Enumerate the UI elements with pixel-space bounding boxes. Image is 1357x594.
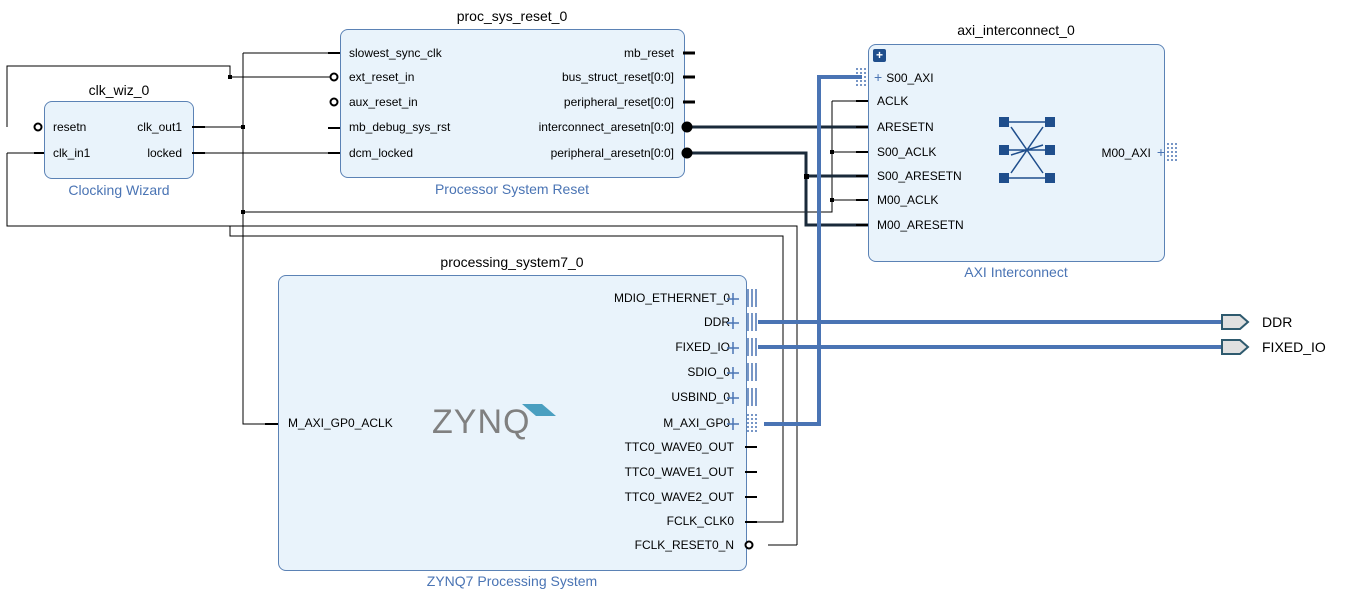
plus-icon[interactable]: + xyxy=(874,69,883,85)
port-s00-axi-label: S00_AXI xyxy=(886,71,934,85)
external-port-ddr[interactable]: DDR xyxy=(1262,314,1293,330)
expand-icon[interactable]: + xyxy=(873,49,886,62)
port-clk-in1[interactable]: clk_in1 xyxy=(53,146,91,160)
axi-interconnect-subtitle: AXI Interconnect xyxy=(964,264,1068,280)
port-m00-axi[interactable]: M00_AXI + xyxy=(1101,145,1165,160)
port-ttc0-wave1-out[interactable]: TTC0_WAVE1_OUT xyxy=(624,465,734,479)
port-aresetn[interactable]: ARESETN xyxy=(877,120,934,134)
port-mb-debug-sys-rst[interactable]: mb_debug_sys_rst xyxy=(349,120,451,134)
port-fixed-io[interactable]: FIXED_IO xyxy=(675,340,730,354)
net-clk-feedback xyxy=(6,65,330,127)
port-peripheral-aresetn[interactable]: peripheral_aresetn[0:0] xyxy=(550,146,674,160)
port-m00-aresetn[interactable]: M00_ARESETN xyxy=(877,218,964,232)
net-clk-in1-loop xyxy=(6,153,784,523)
processing-system-subtitle: ZYNQ7 Processing System xyxy=(426,573,598,589)
external-port-fixed-io[interactable]: FIXED_IO xyxy=(1262,339,1326,355)
port-s00-axi[interactable]: +S00_AXI xyxy=(874,70,934,85)
port-m00-axi-label: M00_AXI xyxy=(1101,146,1151,160)
port-aux-reset-in[interactable]: aux_reset_in xyxy=(349,95,418,109)
port-m00-aclk[interactable]: M00_ACLK xyxy=(877,193,939,207)
port-s00-aclk[interactable]: S00_ACLK xyxy=(877,145,937,159)
processing-system-block[interactable] xyxy=(278,275,747,571)
processing-system-instance-name: processing_system7_0 xyxy=(440,254,584,270)
port-resetn[interactable]: resetn xyxy=(53,120,87,134)
port-aclk[interactable]: ACLK xyxy=(877,94,909,108)
zynq-logo-mark-icon xyxy=(522,404,556,416)
axi-interconnect-instance-name: axi_interconnect_0 xyxy=(957,22,1075,38)
port-slowest-sync-clk[interactable]: slowest_sync_clk xyxy=(349,46,442,60)
port-ttc0-wave0-out[interactable]: TTC0_WAVE0_OUT xyxy=(624,440,734,454)
port-locked[interactable]: locked xyxy=(147,146,182,160)
junction-dot xyxy=(241,125,245,129)
junction-dot xyxy=(830,198,834,202)
port-ttc0-wave2-out[interactable]: TTC0_WAVE2_OUT xyxy=(624,490,734,504)
port-mdio-ethernet-0[interactable]: MDIO_ETHERNET_0 xyxy=(613,291,730,305)
junction-dot xyxy=(228,75,232,79)
proc-sys-reset-subtitle: Processor System Reset xyxy=(434,181,590,197)
clk-wiz-instance-name: clk_wiz_0 xyxy=(88,82,150,98)
net-aclk-loop xyxy=(230,225,798,546)
port-m-axi-gp0[interactable]: M_AXI_GP0 xyxy=(663,416,730,430)
clk-wiz-subtitle: Clocking Wizard xyxy=(68,182,170,198)
port-fclk-clk0[interactable]: FCLK_CLK0 xyxy=(666,514,734,528)
proc-sys-reset-instance-name: proc_sys_reset_0 xyxy=(456,8,568,24)
bus-m-axi-gp0 xyxy=(764,75,862,426)
port-ddr[interactable]: DDR xyxy=(704,315,730,329)
port-peripheral-reset[interactable]: peripheral_reset[0:0] xyxy=(563,95,674,109)
net-peripheral-aresetn xyxy=(688,151,868,227)
plus-icon[interactable]: + xyxy=(1156,144,1165,160)
port-sdio-0[interactable]: SDIO_0 xyxy=(687,365,730,379)
external-port-ddr-shape[interactable] xyxy=(1221,314,1250,330)
net-clk-out1 xyxy=(205,126,280,425)
port-clk-out1[interactable]: clk_out1 xyxy=(137,120,182,134)
port-bus-struct-reset[interactable]: bus_struct_reset[0:0] xyxy=(561,70,674,84)
port-interconnect-aresetn[interactable]: interconnect_aresetn[0:0] xyxy=(538,120,674,134)
zynq-logo: ZYNQ xyxy=(432,403,531,441)
external-port-fixed-io-shape[interactable] xyxy=(1221,339,1250,355)
port-s00-aresetn[interactable]: S00_ARESETN xyxy=(877,169,962,183)
port-ext-reset-in[interactable]: ext_reset_in xyxy=(349,70,415,84)
junction-dot xyxy=(804,174,809,179)
port-dcm-locked[interactable]: dcm_locked xyxy=(349,146,414,160)
port-mb-reset[interactable]: mb_reset xyxy=(623,46,674,60)
port-fclk-reset0-n[interactable]: FCLK_RESET0_N xyxy=(634,538,734,552)
crossbar-icon xyxy=(999,117,1055,183)
port-m-axi-gp0-aclk[interactable]: M_AXI_GP0_ACLK xyxy=(288,416,393,430)
junction-dot xyxy=(830,150,834,154)
port-usbind-0[interactable]: USBIND_0 xyxy=(671,390,730,404)
junction-dot xyxy=(241,210,245,214)
clk-wiz-block[interactable] xyxy=(44,101,194,179)
